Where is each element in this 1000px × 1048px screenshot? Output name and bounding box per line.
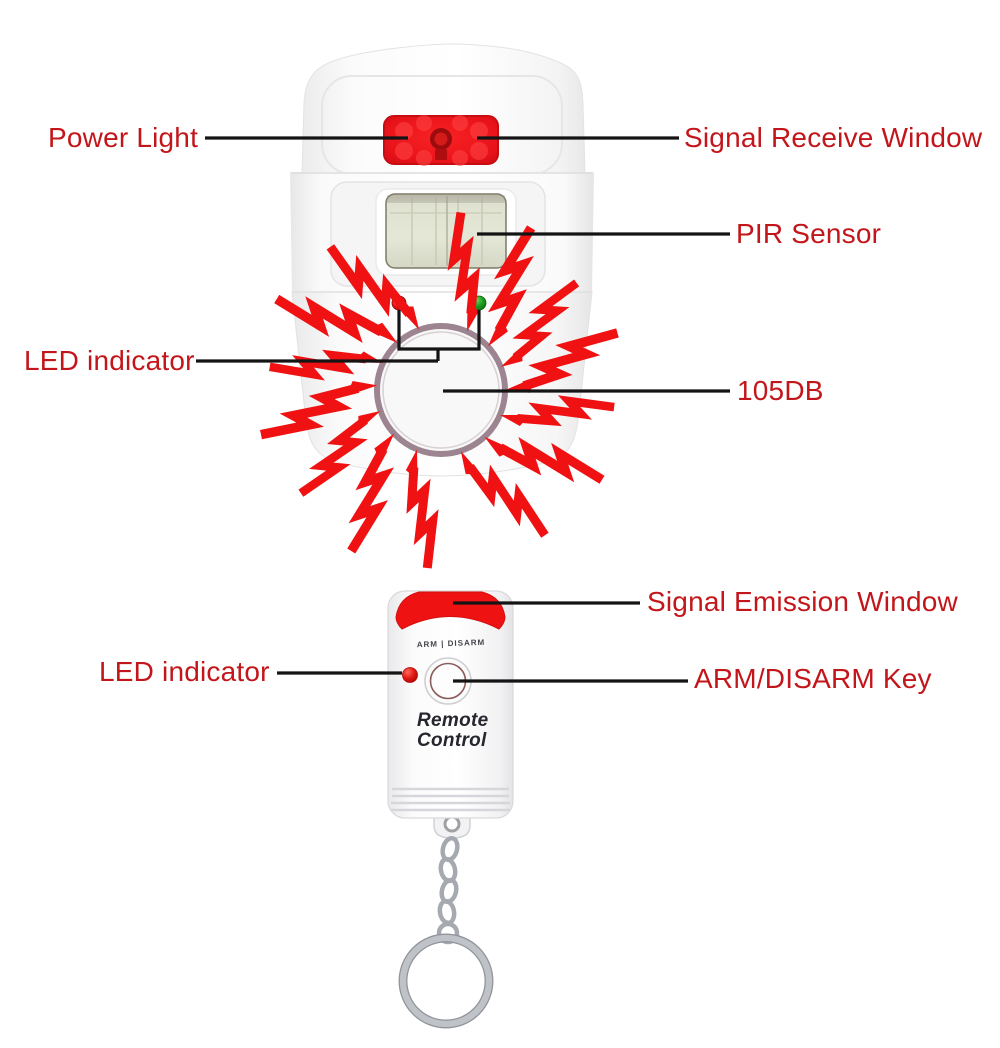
remote-brand-text: Remote Control (417, 711, 517, 751)
label-power-light: Power Light (48, 122, 199, 153)
label-pir-sensor: PIR Sensor (736, 218, 882, 249)
keychain-chain (436, 835, 460, 945)
keychain (398, 811, 494, 1029)
label-105db: 105DB (737, 375, 824, 406)
remote-brand-line2: Control (417, 730, 487, 751)
label-led-indicator-remote: LED indicator (99, 656, 270, 687)
remote-brand-line1: Remote (417, 710, 489, 731)
remote-led (402, 667, 418, 683)
key-ring (398, 933, 494, 1029)
label-signal-receive-window: Signal Receive Window (684, 122, 983, 153)
label-arm-disarm-key: ARM/DISARM Key (694, 663, 932, 694)
pir-sensor-window (375, 188, 517, 276)
leader-lines (196, 136, 730, 683)
arm-disarm-button[interactable] (424, 657, 472, 705)
label-led-indicator-alarm: LED indicator (24, 345, 195, 376)
signal-receive-window (383, 115, 499, 166)
remote-grip-ridges (391, 787, 510, 812)
signal-emission-window (395, 591, 506, 630)
label-signal-emission-window: Signal Emission Window (647, 586, 958, 617)
remote-control-device (387, 590, 514, 1029)
leader-led-bracket (397, 310, 481, 361)
